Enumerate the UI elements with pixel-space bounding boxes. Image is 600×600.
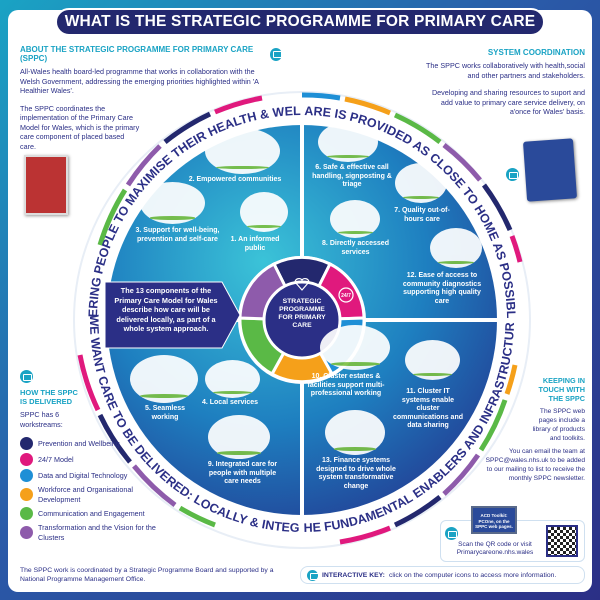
workstream-label: 24/7 Model [38,454,74,464]
about-text-2: The SPPC coordinates the implementation … [20,103,140,151]
component-6: 6. Safe & effective call handling, signp… [312,164,392,188]
component-5: 5. Seamless working [144,405,186,421]
illustration-estates [320,325,390,370]
workstream-icon [20,526,33,539]
system-text-2: Developing and sharing resources to supo… [431,88,585,116]
footer-note: The SPPC work is coordinated by a Strate… [20,567,274,583]
illustration-finance [325,410,385,455]
touch-text-1: The SPPC web pages include a library of … [532,408,585,442]
heart-hands-icon [294,278,310,291]
workstream-icon [20,469,33,482]
qr-code[interactable] [546,525,578,557]
workstream-item: Workforce and Organisational Development [20,485,165,504]
keeping-in-touch-section: KEEPING IN TOUCH WITH THE SPPC The SPPC … [485,376,585,483]
illustration-diagnostics [430,228,482,268]
delivery-section: HOW THE SPPC IS DELIVERED SPPC has 6 wor… [20,370,170,545]
component-13: 13. Finance systems designed to drive wh… [316,457,396,490]
illustration-local-services [205,360,260,398]
system-heading: SYSTEM COORDINATION [487,48,585,57]
illustration-cluster-it [405,340,460,380]
component-10: 10. Cluster estates & facilities support… [307,373,385,397]
computer-icon[interactable] [445,527,458,540]
ring-label-top-right: CARE IS PROVIDED AS CLOSE TO HOME AS POS… [0,0,518,319]
workstream-item: Communication and Engagement [20,507,165,520]
center-label: STRATEGIC PROGRAMME FOR PRIMARY CARE [278,298,326,329]
ring-label-top-left: EMPOWERING PEOPLE TO MAXIMISE THEIR HEAL… [0,0,301,318]
workstream-label: Transformation and the Vision for the Cl… [38,523,156,542]
component-4: 4. Local services [201,399,259,406]
component-3: 3. Support for well-being, prevention an… [135,227,220,243]
illustration-integrated-care [208,415,270,459]
touch-text-2: You can email the team at SPPC@wales.nhs… [485,448,585,482]
computer-icon[interactable] [307,569,319,581]
computer-icon[interactable] [20,370,33,383]
page-title: WHAT IS THE STRATEGIC PROGRAMME FOR PRIM… [55,8,545,54]
interactive-key: INTERACTIVE KEY: click on the computer i… [300,566,585,584]
key-label: INTERACTIVE KEY: [322,571,385,579]
clock-24-7-icon [338,287,354,303]
about-section: ABOUT THE STRATEGIC PROGRAMME FOR PRIMAR… [20,45,282,151]
delivery-intro: SPPC has 6 workstreams: [20,410,63,429]
workstream-label: Communication and Engagement [38,508,145,518]
illustration-empowered-communities [205,128,280,174]
component-2: 2. Empowered communities [188,176,282,183]
ring-label-bottom-right: THE FUNDAMENTAL ENABLERS AND INFRASTRUCT… [0,0,517,535]
illustration-call-handling [318,122,378,162]
delivery-heading: HOW THE SPPC IS DELIVERED [20,388,78,406]
computer-icon[interactable] [506,168,519,181]
component-7: 7. Quality out-of-hours care [394,207,450,223]
workstream-icon [20,453,33,466]
workstream-label: Prevention and Wellbeing [38,438,120,448]
illustration-seamless [130,355,198,403]
workstream-item: 24/7 Model [20,453,165,466]
computer-icon[interactable] [269,47,282,61]
component-11: 11. Cluster IT systems enable cluster co… [392,388,463,429]
workstream-item: Data and Digital Technology [20,469,165,482]
component-8: 8. Directly accessed services [322,240,389,256]
illustration-wellbeing [140,182,205,224]
component-12: 12. Ease of access to community diagnost… [402,272,482,305]
ring-segments [77,92,523,545]
toolkit-box: ACD Toolkit: PCOne, on the SPPC web page… [440,506,585,562]
arrow-box [104,281,241,349]
illustration-informed-public [240,192,288,232]
workstream-label: Workforce and Organisational Development [38,485,133,504]
workstream-icon [20,437,33,450]
report-cover-image[interactable] [24,155,68,215]
illustration-out-of-hours [395,163,447,203]
workstream-icon [20,488,33,501]
toolkit-screen[interactable]: ACD Toolkit: PCOne, on the SPPC web page… [471,506,517,534]
workstream-label: Data and Digital Technology [38,470,128,480]
arrow-text: The 13 components of the Primary Care Mo… [114,286,218,333]
about-text-1: All-Wales health board-led programme tha… [20,67,259,95]
touch-heading: KEEPING IN TOUCH WITH THE SPPC [538,376,585,403]
badge-24-7: 24/7 [341,293,351,299]
workstream-icon [20,507,33,520]
ring-label-bottom-left: HOW WE WANT CARE TO BE DELIVERED: LOCALL… [0,0,300,535]
system-coordination-section: SYSTEM COORDINATION The SPPC works colla… [420,48,585,117]
illustration-direct-access [330,200,380,238]
website-link[interactable]: Primarycareone.nhs.wales [456,549,534,556]
workstream-item: Prevention and Wellbeing [20,437,165,450]
key-text: click on the computer icons to access mo… [388,571,557,579]
workstream-item: Transformation and the Vision for the Cl… [20,523,165,542]
system-text-1: The SPPC works collaboratively with heal… [426,61,585,80]
component-9: 9. Integrated care for people with multi… [207,461,278,485]
about-heading: ABOUT THE STRATEGIC PROGRAMME FOR PRIMAR… [20,45,254,63]
component-1: 1. An informed public [230,236,280,252]
scan-text: Scan the QR code or visit [458,541,532,548]
